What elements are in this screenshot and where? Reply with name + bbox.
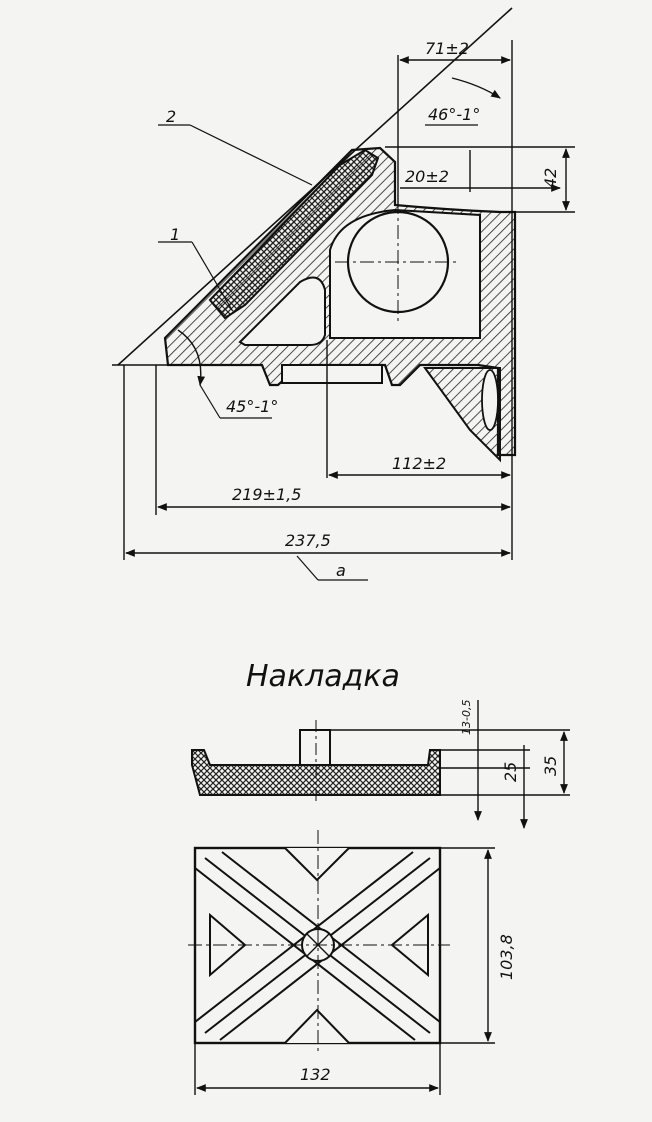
pad-dim-plan-height: 103,8 <box>497 934 516 980</box>
dim-top-angle: 46°-1° <box>428 105 480 124</box>
pad-side-labels: 13-0,5 25 35 <box>460 700 560 782</box>
right-leg <box>423 367 501 463</box>
pad-boss <box>299 729 331 766</box>
dim-inner-width: 219±1,5 <box>232 485 301 504</box>
pad-pocket-right <box>390 912 429 978</box>
pad-pocket-bottom <box>284 1008 350 1044</box>
pad-pocket-top <box>284 847 350 882</box>
pad-plan-labels: 103,8 132 <box>300 934 516 1084</box>
surface-label: a <box>336 561 346 580</box>
dim-base-angle: 45°-1° <box>226 397 278 416</box>
pad-plan-view <box>188 830 495 1095</box>
pad-side-view <box>191 700 570 829</box>
inclined-reference-line <box>117 7 513 366</box>
pad-dim-plan-width: 132 <box>300 1065 331 1084</box>
pad-dim-boss: 13-0,5 <box>460 700 473 735</box>
main-view-labels: 1 2 71±2 46°-1° 20±2 42 45°-1° 112±2 219… <box>166 39 560 580</box>
dim-overall-width: 237,5 <box>285 531 331 550</box>
dim-top-width: 71±2 <box>425 39 469 58</box>
dim-right-part: 112±2 <box>392 454 446 473</box>
callout-2: 2 <box>166 107 176 126</box>
dim-top-height: 42 <box>541 168 560 188</box>
inner-cavity <box>238 276 326 346</box>
main-view <box>112 7 575 581</box>
right-leg-hole <box>481 369 499 431</box>
pad-title: Накладка <box>246 659 400 694</box>
angle-arc-base <box>177 329 206 386</box>
callout-leader-2b <box>189 124 313 186</box>
pad-pocket-left <box>209 912 247 978</box>
bottom-slot <box>281 364 383 384</box>
angle-arc-top <box>451 77 501 99</box>
callout-leader-1b <box>191 241 233 311</box>
pad-dim-35: 35 <box>541 756 560 776</box>
callout-1: 1 <box>170 225 180 244</box>
inclined-pad <box>208 148 380 320</box>
pad-dim-25: 25 <box>501 762 520 782</box>
angle-leader-base <box>199 384 221 419</box>
dim-slot-width: 20±2 <box>405 167 449 186</box>
surface-label-leader <box>296 555 319 581</box>
